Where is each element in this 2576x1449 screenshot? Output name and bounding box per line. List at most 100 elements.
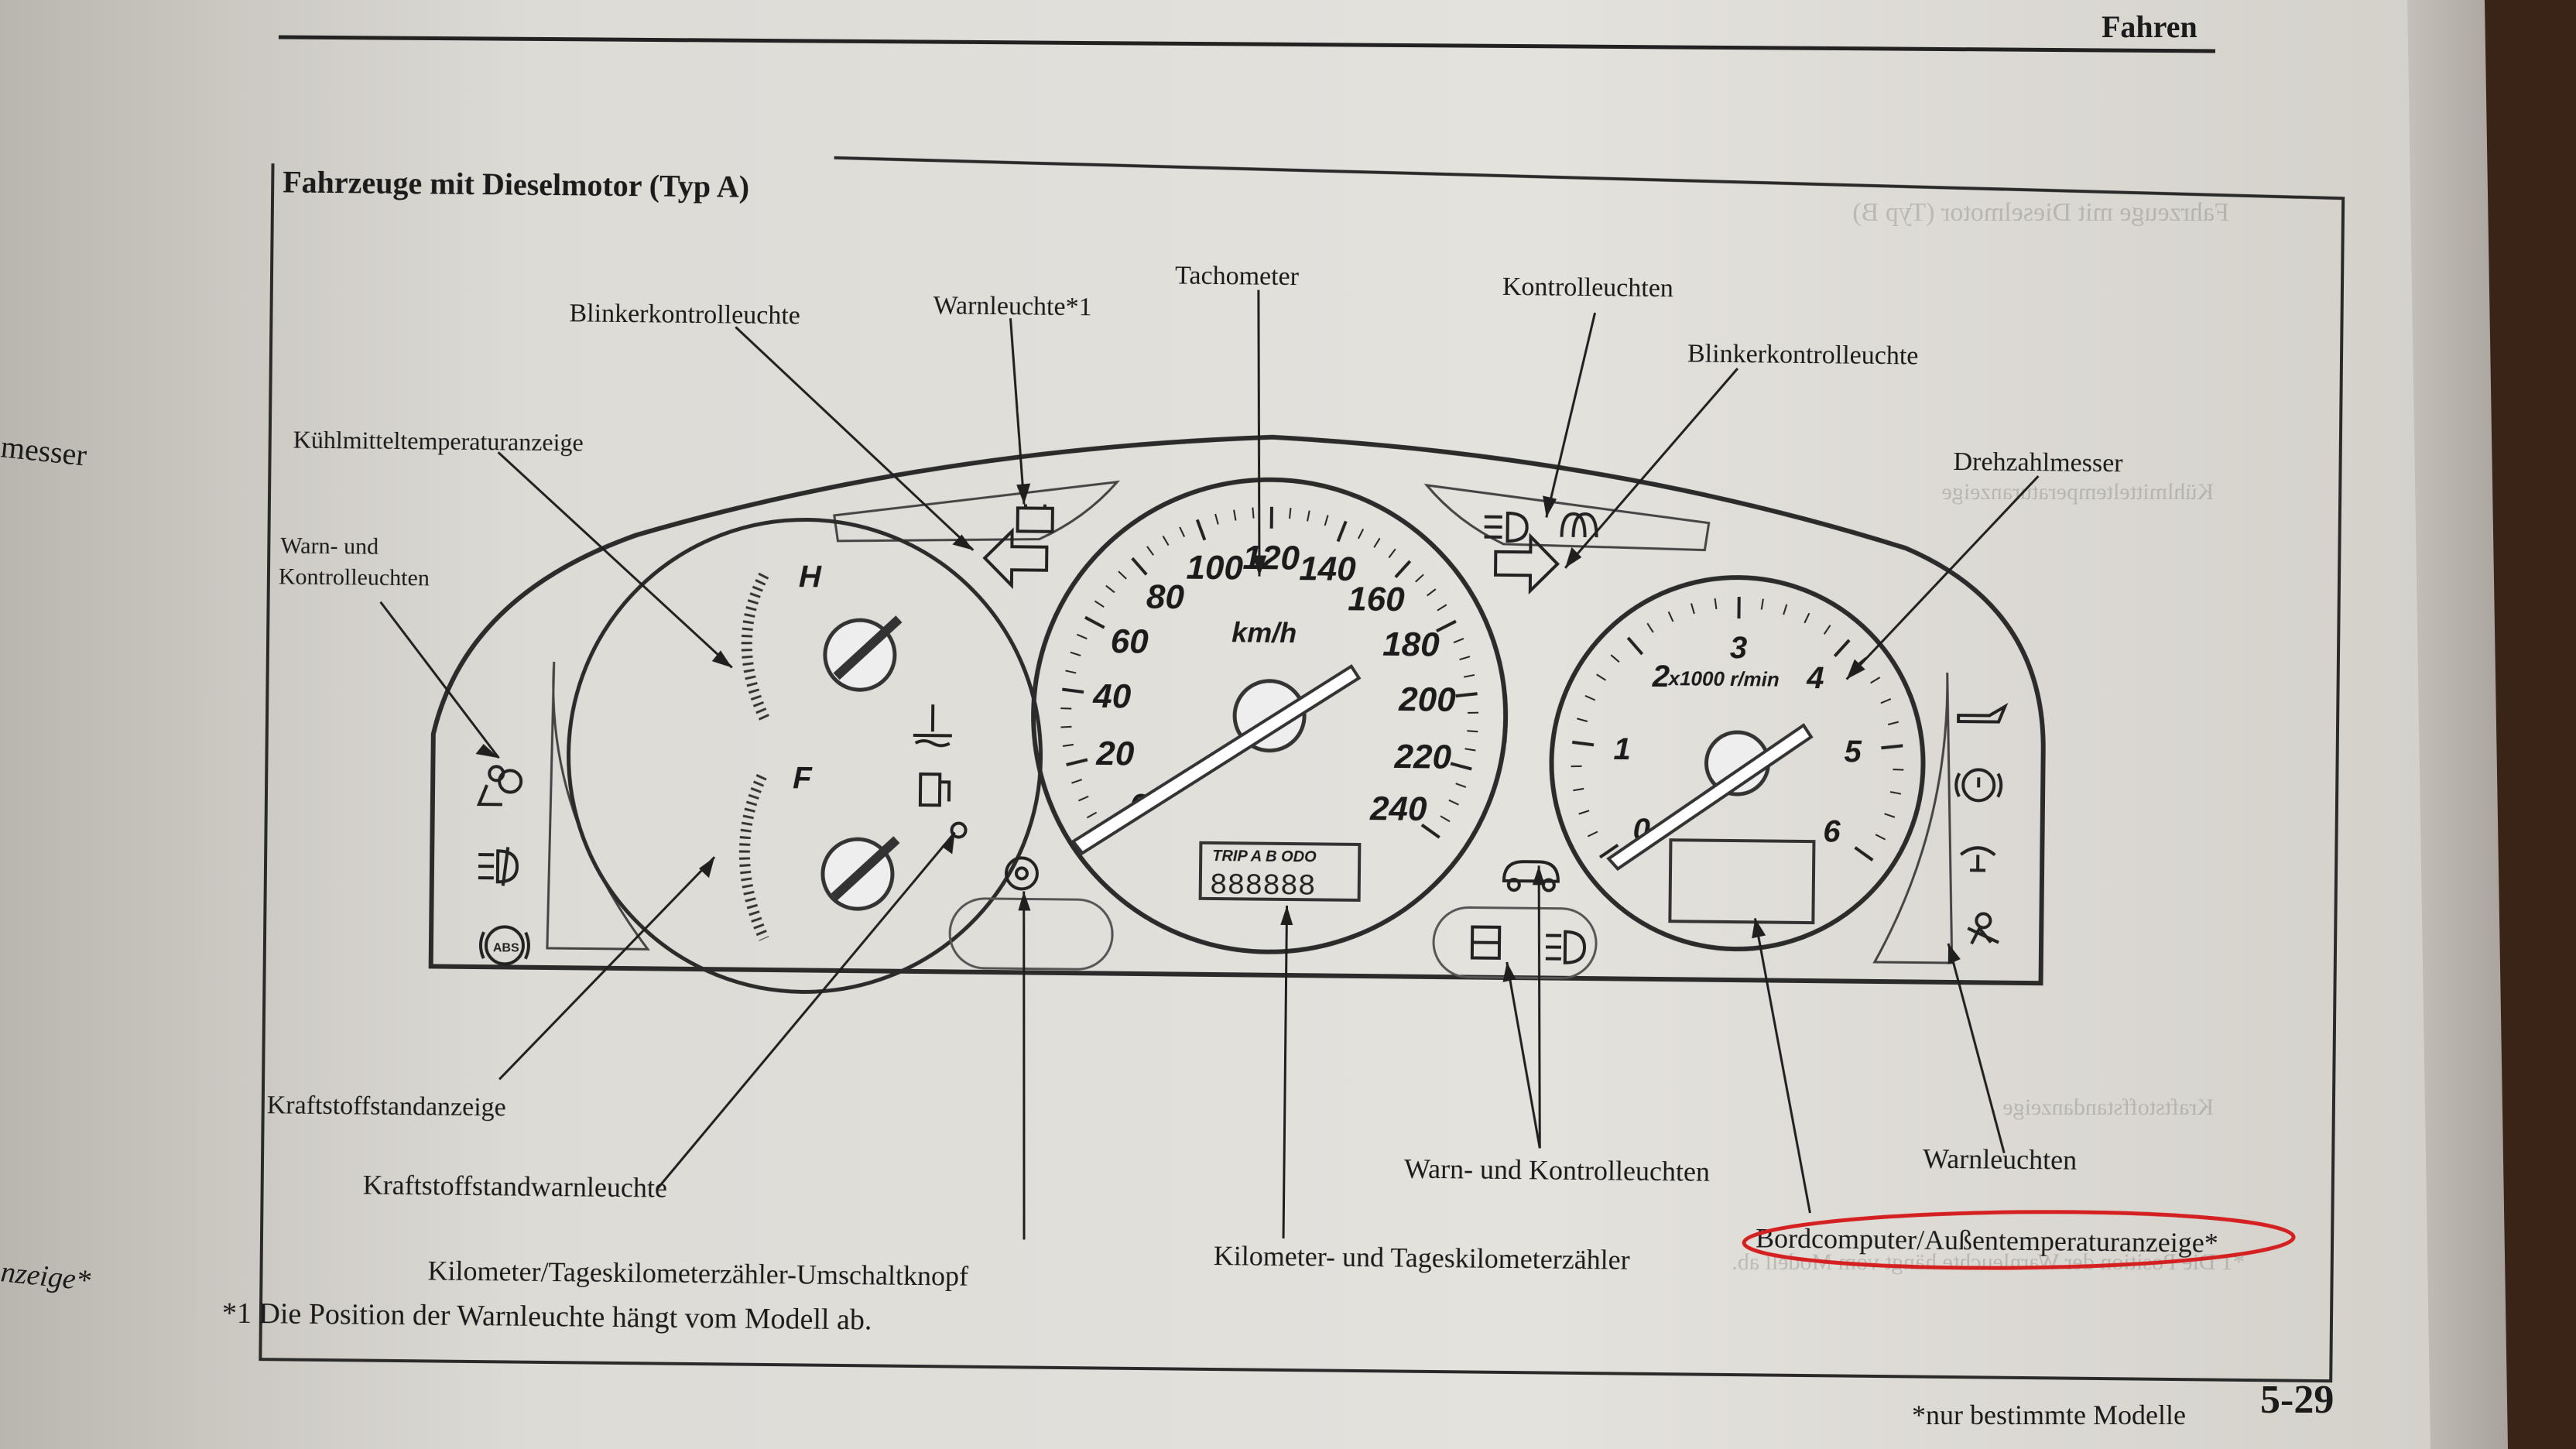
speed-tick [1450, 762, 1472, 771]
speed-tick [1453, 638, 1464, 644]
svg-text:Kraftstoffstandanzeige: Kraftstoffstandanzeige [2002, 1094, 2214, 1120]
page-number: 5-29 [2260, 1378, 2334, 1422]
label-warn-kontroll-bottom: Warn- und Kontrolleuchten [1404, 1153, 1710, 1187]
label-warn-kontroll-line2: Kontrolleuchten [279, 564, 430, 591]
battery-icon [1016, 504, 1054, 533]
label-warnleuchte: Warnleuchte*1 [933, 291, 1091, 321]
label-kraftstoffwarn: Kraftstoffstandwarnleuchte [362, 1170, 667, 1204]
bleed-through-text: Fahrzeuge mit Dieselmotor (Typ B) Kühlmi… [1732, 198, 2245, 1275]
speed-tick [1062, 687, 1084, 694]
rpm-tick [1884, 813, 1896, 818]
speed-tick [1076, 633, 1088, 640]
speed-tick [1065, 670, 1077, 674]
speed-tick [1437, 604, 1447, 611]
speed-numeral: 200 [1398, 680, 1456, 719]
speed-numeral: 140 [1299, 550, 1356, 588]
seatbelt-icon [1967, 912, 1999, 945]
rpm-tick [1577, 718, 1588, 722]
speed-tick [1455, 692, 1478, 698]
fuel-pump-icon [918, 772, 951, 807]
right-arrow-icon [1494, 533, 1560, 595]
rpm-tick [1875, 834, 1886, 841]
rpm-tick [1690, 603, 1695, 615]
label-kilometerzaehler: Kilometer- und Tageskilometerzähler [1214, 1240, 1630, 1276]
label-warn-kontroll-line1: Warn- und [280, 533, 379, 559]
rpm-unit: x1000 r/min [1667, 666, 1779, 691]
left-bottom-panel [948, 897, 1114, 971]
footnote: *1 Die Position der Warnleuchte hängt vo… [222, 1297, 872, 1337]
speed-tick [1324, 515, 1329, 526]
header-rule [278, 35, 2216, 53]
rpm-tick [1893, 769, 1904, 771]
speed-tick [1071, 779, 1083, 784]
odometer-value: 888888 [1210, 869, 1316, 903]
left-arrow-icon [982, 527, 1049, 590]
speed-tick [1233, 509, 1237, 521]
speed-numeral: 100 [1186, 548, 1243, 587]
speedometer: 020406080100120140160180200220240 km/h T… [1031, 477, 1509, 954]
speed-numeral: 240 [1369, 790, 1427, 828]
car-icon [1502, 860, 1560, 892]
airbag-icon [476, 765, 523, 807]
speed-tick [1179, 526, 1186, 538]
speed-tick [1214, 513, 1219, 525]
speed-tick [1358, 528, 1365, 540]
label-blinker-left: Blinkerkontrolleuchte [569, 299, 800, 330]
glowplug-icon [1560, 512, 1598, 538]
label-drehzahlmesser: Drehzahlmesser [1953, 447, 2123, 478]
right-pod [1872, 672, 1954, 964]
figure-title: Fahrzeuge mit Dieselmotor (Typ A) [283, 164, 749, 204]
temp-needle [833, 615, 903, 680]
odometer-display [1198, 841, 1362, 902]
label-warnleuchten: Warnleuchten [1923, 1143, 2077, 1176]
rpm-numeral: 3 [1730, 631, 1748, 665]
svg-text:ABS: ABS [493, 941, 519, 954]
rpm-tick [1667, 611, 1674, 622]
immobilizer-icon [1470, 925, 1502, 960]
coolant-temp-icon [913, 704, 952, 748]
speed-tick [1118, 570, 1127, 580]
speed-tick [1252, 507, 1255, 519]
bordcomputer-display [1668, 838, 1816, 925]
label-kuehlmittel: Kühlmitteltemperaturanzeige [293, 426, 584, 457]
rpm-tick [1587, 831, 1598, 838]
speed-tick [1066, 758, 1088, 767]
speed-tick [1094, 600, 1105, 608]
svg-text:Fahrzeuge mit Dieselmotor (Typ: Fahrzeuge mit Dieselmotor (Typ B) [1852, 198, 2229, 227]
speed-tick [1131, 557, 1148, 576]
rpm-tick [1714, 598, 1718, 610]
rpm-needle [1606, 723, 1814, 872]
rpm-tick [1854, 846, 1874, 862]
rpm-tick [1596, 673, 1607, 681]
rpm-tick [1870, 677, 1881, 684]
footer-note: *nur bestimmte Modelle [1912, 1399, 2186, 1430]
foglight-icon [478, 847, 519, 886]
svg-text:Kühlmitteltemperaturanzeige: Kühlmitteltemperaturanzeige [1941, 479, 2214, 505]
washer-icon [1960, 846, 1996, 872]
speed-numeral: 180 [1382, 625, 1440, 664]
rpm-tick [1578, 810, 1590, 815]
speed-tick [1468, 711, 1479, 714]
speed-numeral: 220 [1393, 738, 1451, 776]
label-kontrollleuchten: Kontrolleuchten [1502, 272, 1673, 303]
speed-tick [1086, 811, 1098, 819]
speed-tick [1388, 548, 1396, 559]
speed-tick [1464, 748, 1476, 752]
callout-arrowheads [475, 483, 1961, 982]
rpm-tick [1804, 612, 1810, 624]
speed-tick [1307, 510, 1310, 522]
rpm-numeral: 1 [1613, 732, 1631, 766]
rpm-tick [1573, 787, 1584, 792]
left-indicator-panel [833, 480, 1120, 543]
speed-tick [1448, 799, 1459, 806]
rpm-numeral: 6 [1823, 814, 1841, 848]
rpm-tick [1783, 604, 1788, 615]
fuel-warning-lamp [950, 821, 968, 839]
speed-tick [1463, 673, 1475, 678]
rpm-tick [1571, 740, 1595, 747]
cluster-housing [428, 434, 2046, 986]
speed-tick [1373, 537, 1381, 548]
section-header: Fahren [2102, 9, 2197, 44]
callout-lines [379, 289, 2040, 1240]
